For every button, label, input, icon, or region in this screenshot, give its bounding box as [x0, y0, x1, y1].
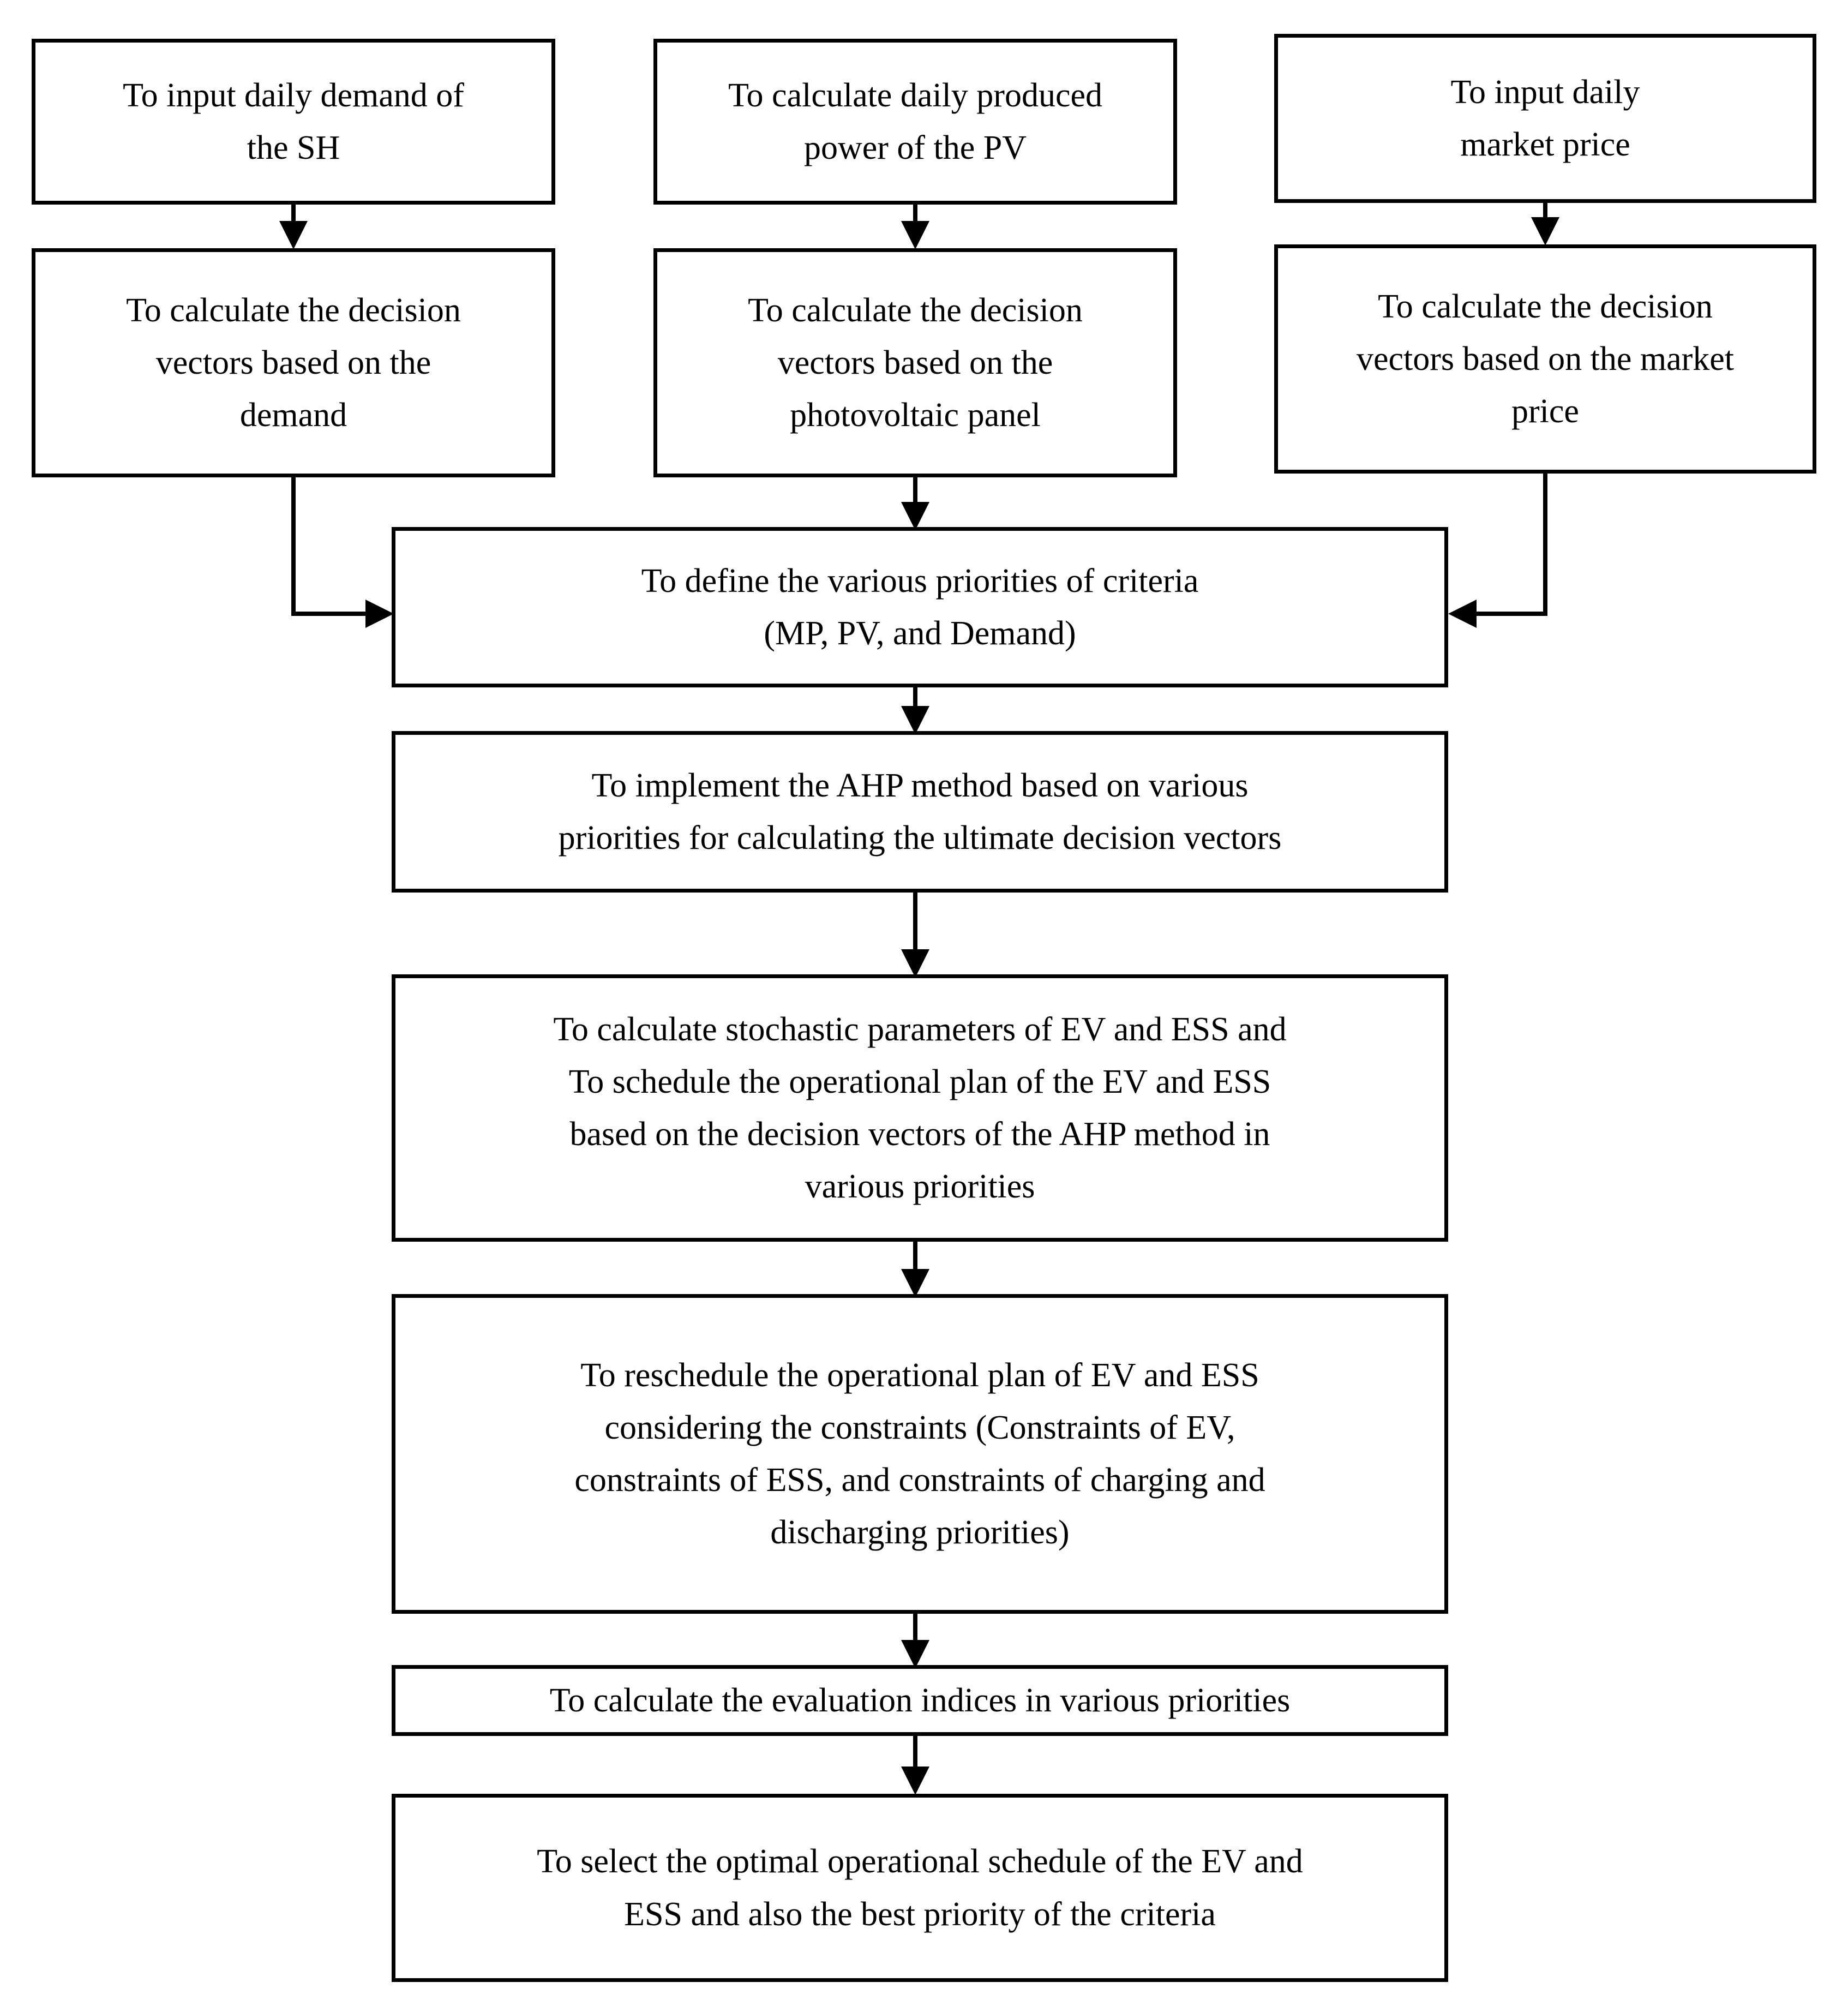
arrowhead-priorities-left	[365, 600, 394, 628]
node-label: To select the optimal operational schedu…	[537, 1843, 1303, 1933]
node-label: To input daily demand of the SH	[123, 76, 464, 166]
connector-dv-demand-elbow-horizontal	[291, 612, 374, 616]
arrowhead-dv-demand	[279, 221, 308, 249]
node-stochastic-parameters-schedule[interactable]: To calculate stochastic parameters of EV…	[392, 974, 1448, 1242]
node-decision-vectors-market-price[interactable]: To calculate the decision vectors based …	[1274, 244, 1816, 474]
node-label: To calculate the decision vectors based …	[748, 291, 1083, 434]
arrowhead-priorities-right	[1448, 600, 1477, 628]
connector-dv-price-elbow-horizontal	[1475, 612, 1547, 616]
node-input-market-price[interactable]: To input daily market price	[1274, 34, 1816, 203]
connector-input-demand-to-dv-demand	[291, 205, 296, 224]
node-label: To define the various priorities of crit…	[641, 562, 1199, 652]
node-label: To calculate the decision vectors based …	[1356, 288, 1735, 430]
node-select-optimal-schedule[interactable]: To select the optimal operational schedu…	[392, 1794, 1448, 1982]
connector-dv-demand-elbow-vertical	[291, 477, 296, 616]
arrowhead-select-optimal	[901, 1767, 929, 1795]
connector-stochastic-to-reschedule	[913, 1242, 917, 1276]
node-label: To calculate daily produced power of the…	[728, 76, 1102, 166]
node-decision-vectors-demand[interactable]: To calculate the decision vectors based …	[32, 248, 555, 477]
node-label: To input daily market price	[1450, 73, 1640, 163]
connector-dv-pv-to-priorities	[913, 477, 917, 511]
arrowhead-priorities-top	[901, 502, 929, 530]
node-input-daily-demand[interactable]: To input daily demand of the SH	[32, 39, 555, 205]
node-calculate-evaluation-indices[interactable]: To calculate the evaluation indices in v…	[392, 1665, 1448, 1736]
connector-eval-to-select-optimal	[913, 1736, 917, 1770]
arrowhead-ahp	[901, 706, 929, 734]
node-define-priorities[interactable]: To define the various priorities of crit…	[392, 527, 1448, 687]
connector-priorities-to-ahp	[913, 687, 917, 716]
node-decision-vectors-pv[interactable]: To calculate the decision vectors based …	[653, 248, 1177, 477]
connector-ahp-to-stochastic	[913, 893, 917, 954]
node-label: To calculate the evaluation indices in v…	[549, 1681, 1291, 1719]
node-reschedule-with-constraints[interactable]: To reschedule the operational plan of EV…	[392, 1294, 1448, 1614]
connector-reschedule-to-eval	[913, 1614, 917, 1643]
node-label: To calculate the decision vectors based …	[126, 291, 461, 434]
node-label: To reschedule the operational plan of EV…	[574, 1356, 1265, 1552]
arrowhead-reschedule	[901, 1269, 929, 1297]
connector-market-price-to-dv-price	[1543, 203, 1547, 220]
node-label: To calculate stochastic parameters of EV…	[553, 1010, 1287, 1206]
arrowhead-dv-price	[1531, 217, 1559, 245]
arrowhead-eval-indices	[901, 1640, 929, 1668]
connector-dv-price-elbow-vertical	[1543, 474, 1547, 616]
connector-pv-power-to-dv-pv	[913, 205, 917, 224]
arrowhead-dv-pv	[901, 221, 929, 249]
node-implement-ahp-method[interactable]: To implement the AHP method based on var…	[392, 731, 1448, 893]
node-calculate-pv-power[interactable]: To calculate daily produced power of the…	[653, 39, 1177, 205]
node-label: To implement the AHP method based on var…	[558, 767, 1282, 857]
arrowhead-stochastic	[901, 949, 929, 978]
